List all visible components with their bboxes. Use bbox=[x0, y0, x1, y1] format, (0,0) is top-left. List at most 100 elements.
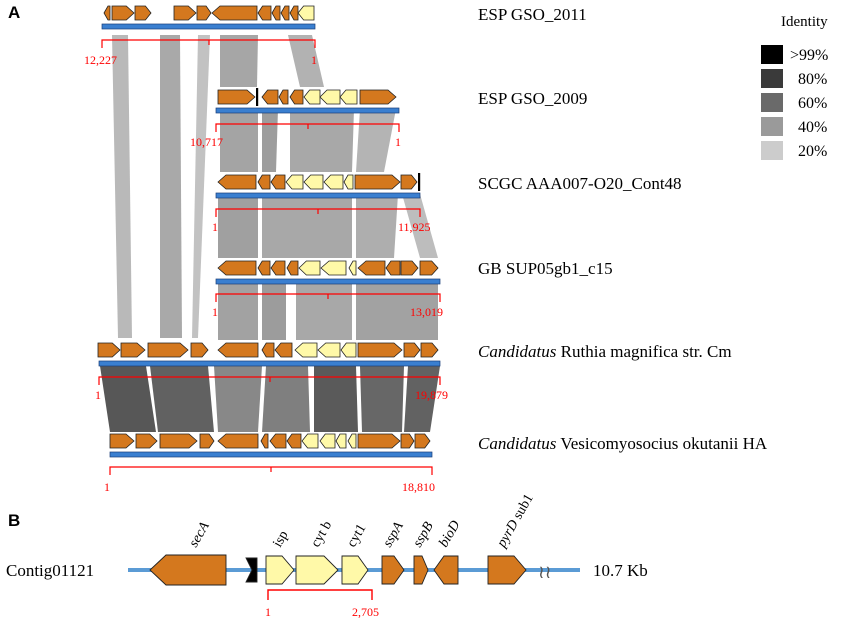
gene-arrow bbox=[199, 433, 215, 449]
identity-ribbon bbox=[290, 109, 354, 172]
identity-ribbon bbox=[356, 194, 398, 258]
gene-arrow bbox=[257, 5, 272, 21]
coord-left-row1: 12,227 bbox=[84, 53, 117, 67]
gene-arrow bbox=[319, 89, 341, 105]
gene-arrow bbox=[286, 433, 302, 449]
gene-arrow bbox=[285, 174, 304, 190]
gene-label-biod: bioD bbox=[436, 518, 463, 550]
contig-break-symbol: ≀≀ bbox=[538, 562, 552, 583]
genome-backbone bbox=[215, 278, 441, 285]
coord-right-row3: 11,925 bbox=[398, 220, 431, 234]
gene-arrow bbox=[97, 342, 121, 358]
gene-arrow bbox=[211, 5, 258, 21]
gene-label-pyrd: pyrD sub1 bbox=[494, 492, 537, 551]
gene-arrow bbox=[274, 342, 293, 358]
gene-arrow bbox=[343, 174, 354, 190]
gene-arrow bbox=[357, 260, 386, 276]
gene-cyt-b bbox=[295, 555, 339, 585]
gene-arrow bbox=[286, 260, 299, 276]
gene-arrow bbox=[111, 5, 135, 21]
gene-arrow bbox=[260, 433, 269, 449]
gene-pyrd bbox=[487, 555, 527, 585]
gene-arrow bbox=[280, 5, 290, 21]
legend-swatch-99 bbox=[761, 45, 783, 64]
coord-left-row2: 10,717 bbox=[190, 135, 223, 149]
identity-ribbon bbox=[218, 280, 258, 340]
identity-legend: Identity >99% 80% 60% 40% 20% bbox=[761, 14, 828, 160]
genome-label-gb-sup05: GB SUP05gb1_c15 bbox=[478, 259, 613, 278]
genome-label-esp-gso-2009: ESP GSO_2009 bbox=[478, 89, 587, 108]
genome-track-5 bbox=[97, 342, 441, 385]
genome-backbone bbox=[98, 360, 441, 367]
gene-arrow bbox=[269, 433, 287, 449]
gene-arrow bbox=[217, 342, 259, 358]
identity-ribbon bbox=[288, 35, 324, 87]
gene-arrow bbox=[271, 5, 281, 21]
gene-arrow bbox=[120, 342, 146, 358]
coord-right-row2: 1 bbox=[395, 135, 401, 149]
genome-backbone bbox=[215, 107, 400, 114]
identity-ribbon bbox=[262, 109, 278, 172]
gene-arrow bbox=[173, 5, 197, 21]
gene-biod bbox=[433, 555, 459, 585]
gene-arrow bbox=[159, 433, 198, 449]
genome-track-3 bbox=[215, 173, 421, 217]
contig-length: 10.7 Kb bbox=[593, 561, 648, 580]
legend-label-20: 20% bbox=[798, 143, 827, 160]
gene-arrow bbox=[303, 174, 324, 190]
gene-sspb bbox=[413, 555, 429, 585]
genome-label-vesicomyosocius-rest: Vesicomyosocius okutanii HA bbox=[556, 434, 767, 453]
gene-arrow bbox=[257, 260, 271, 276]
coord-right-row1: 1 bbox=[311, 53, 317, 67]
panel-a-label: A bbox=[8, 3, 20, 22]
gene-arrow bbox=[270, 260, 286, 276]
gene-arrow bbox=[359, 89, 397, 105]
identity-ribbon bbox=[360, 366, 404, 432]
gene-label-cyt-b: cyt b bbox=[308, 519, 335, 550]
gene-arrow bbox=[261, 89, 279, 105]
identity-ribbon bbox=[356, 280, 438, 340]
contig-map: Contig01121 10.7 Kb ≀≀ secA isp cyt b cy… bbox=[6, 492, 648, 619]
legend-label-99: >99% bbox=[790, 47, 828, 64]
gene-label-cyt1: cyt1 bbox=[344, 522, 369, 550]
gene-arrow bbox=[257, 174, 271, 190]
gene-arrow bbox=[348, 260, 357, 276]
genome-backbone bbox=[109, 451, 433, 458]
gene-arrow bbox=[289, 89, 304, 105]
contig-name: Contig01121 bbox=[6, 561, 94, 580]
contig-genes bbox=[149, 554, 527, 586]
gene-arrow bbox=[357, 433, 401, 449]
genome-track-1 bbox=[101, 5, 316, 48]
genome-label-esp-gso-2011: ESP GSO_2011 bbox=[478, 5, 587, 24]
identity-ribbon bbox=[404, 366, 440, 432]
legend-label-40: 40% bbox=[798, 119, 827, 136]
gene-label-isp: isp bbox=[270, 528, 291, 550]
gene-arrow bbox=[414, 433, 431, 449]
coord-right-row4: 13,019 bbox=[410, 305, 443, 319]
contig-gene-labels: secA isp cyt b cyt1 sspA sspB bioD pyrD … bbox=[186, 492, 536, 551]
coord-left-row6: 1 bbox=[104, 480, 110, 494]
identity-ribbon bbox=[402, 194, 438, 258]
genome-labels: ESP GSO_2011 ESP GSO_2009 SCGC AAA007-O2… bbox=[478, 5, 768, 453]
gene-arrow bbox=[301, 433, 319, 449]
gene-arrow bbox=[335, 433, 347, 449]
gene-arrow bbox=[135, 433, 158, 449]
gene-arrow bbox=[385, 260, 401, 276]
gene-label-pyrd-suffix: sub1 bbox=[509, 492, 537, 525]
legend-swatch-40 bbox=[761, 117, 783, 136]
coord-left-row5: 1 bbox=[95, 388, 101, 402]
gene-arrow bbox=[400, 433, 415, 449]
contig-scale: 1 2,705 bbox=[265, 589, 379, 619]
gene-marker bbox=[418, 173, 421, 191]
identity-ribbon bbox=[314, 366, 358, 432]
gene-arrow bbox=[303, 89, 321, 105]
identity-ribbon bbox=[160, 35, 182, 338]
gene-arrow bbox=[403, 342, 421, 358]
identity-ribbon bbox=[296, 280, 352, 340]
identity-ribbon bbox=[220, 109, 258, 172]
gene-arrow bbox=[297, 5, 315, 21]
gene-arrow bbox=[320, 260, 347, 276]
gene-arrow bbox=[294, 342, 318, 358]
identity-ribbons bbox=[100, 35, 440, 432]
contig-scale-bracket bbox=[267, 589, 373, 600]
